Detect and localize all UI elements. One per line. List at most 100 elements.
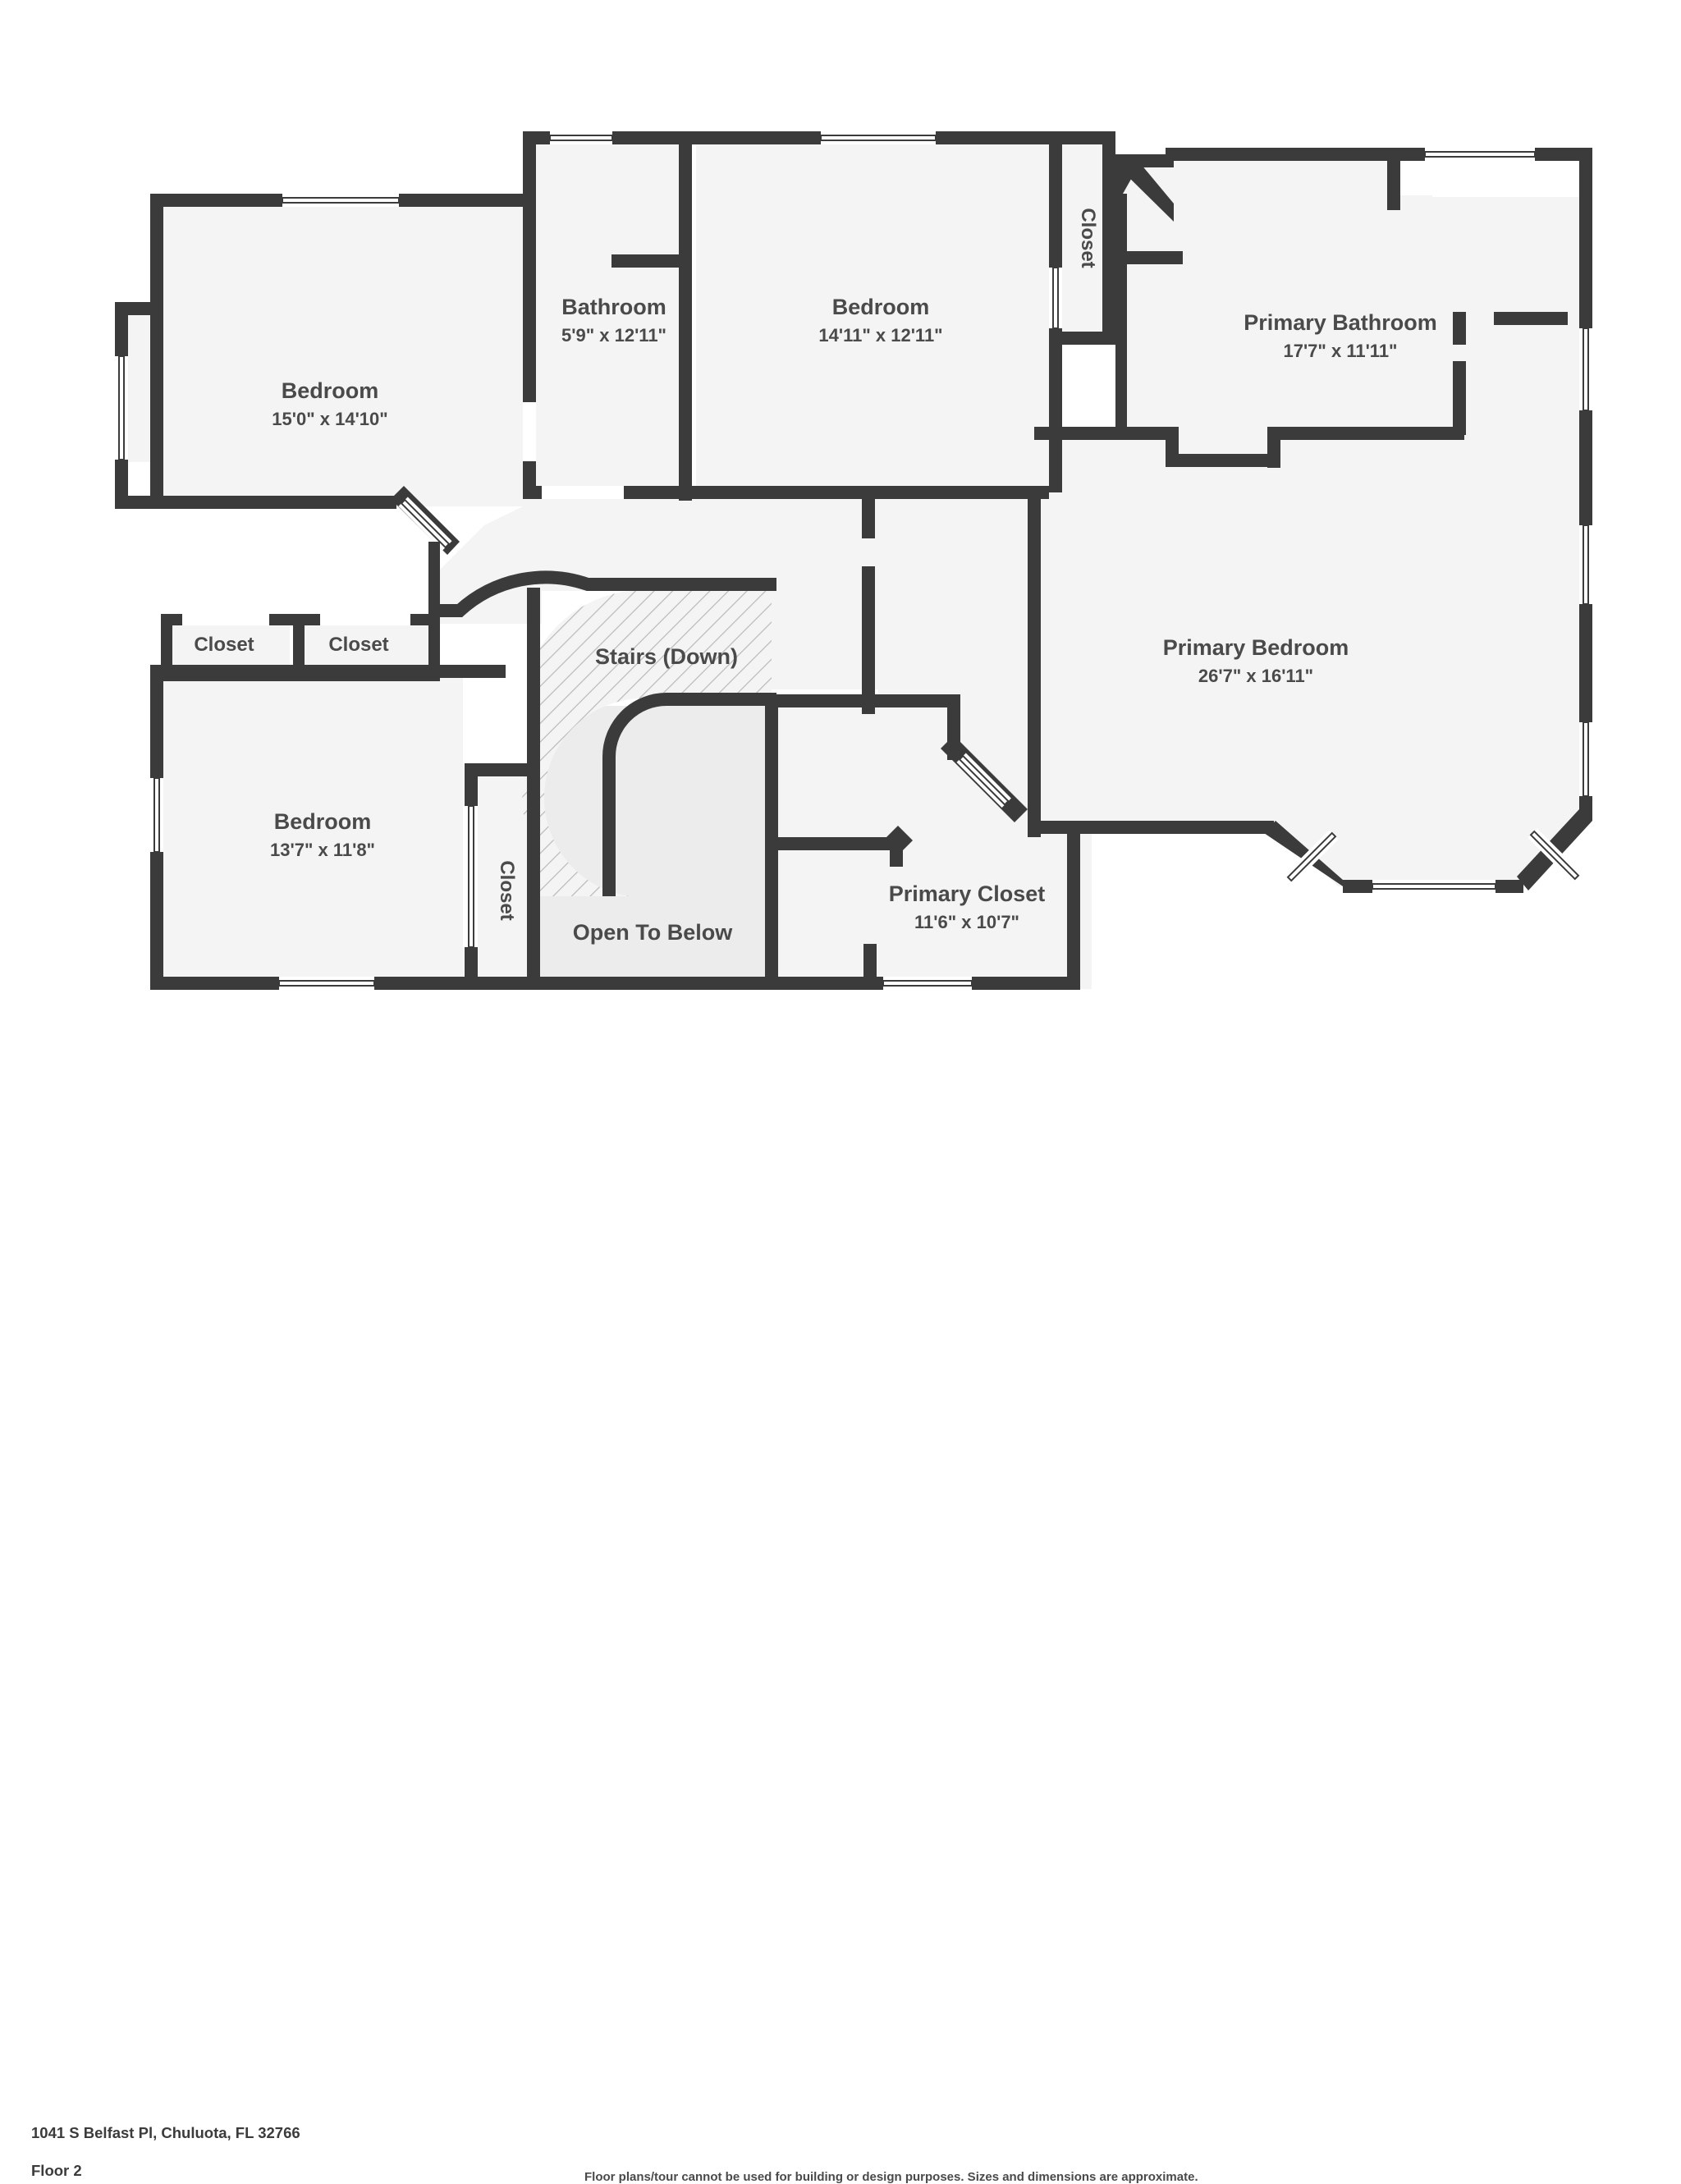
stairs-label: Stairs (Down) — [595, 644, 738, 669]
wall-otb-left — [527, 588, 540, 990]
wall-pcloset-bottom-stub — [863, 944, 877, 990]
window-bedsw-bottom — [279, 977, 374, 990]
wall-hall-right-v — [1028, 813, 1041, 837]
door-bath-left — [523, 402, 536, 461]
wall-stairs-inner-curve — [602, 693, 776, 896]
wall-otb-bottom-edge — [527, 977, 781, 990]
window-bath-top-line — [549, 135, 613, 141]
wall-pcloset-stub-v — [890, 844, 903, 867]
window-nw-left-line — [118, 355, 125, 460]
window-pbed-right-1-line — [1583, 524, 1589, 605]
wall-hall-v-1 — [862, 492, 875, 538]
bedroom-sw-fill — [161, 669, 463, 989]
wall-nw-left — [115, 302, 128, 356]
primary-bedroom-dim: 26'7" x 16'11" — [1198, 666, 1313, 686]
footer: 1041 S Belfast Pl, Chuluota, FL 32766 Fl… — [0, 1046, 1681, 2184]
wall-pbed-left-lower — [1034, 821, 1274, 834]
wall-nw-left-upper — [150, 194, 163, 317]
door-closetsw-line — [468, 805, 474, 948]
window-bath-top — [550, 131, 612, 144]
wall-pcloset-stub-h — [778, 837, 893, 850]
wall-pbath-bottom-d — [1166, 454, 1280, 467]
bedroom-n-name: Bedroom — [832, 295, 930, 319]
wall-pbath-top — [1166, 148, 1394, 161]
window-bedsw-left — [150, 778, 163, 852]
wall-pbath-niche-2 — [1494, 312, 1568, 325]
door-bedn-closet — [1049, 268, 1062, 328]
window-pbed-right-2 — [1579, 722, 1592, 796]
window-pcloset-bottom-line — [882, 980, 973, 987]
wall-stairs-curve-outer — [440, 570, 776, 617]
bedroom-nw-dim: 15'0" x 14'10" — [272, 409, 387, 429]
wall-closetsw-left — [465, 763, 478, 806]
window-pbed-bevel-se-line — [1529, 830, 1580, 881]
wall-bedn-right-low — [1049, 328, 1062, 492]
wall-closetw-right — [428, 614, 440, 681]
wall-nw-bottom — [150, 496, 396, 509]
bathroom-dim: 5'9" x 12'11" — [561, 325, 666, 346]
wall-hall-v-2 — [862, 566, 875, 689]
window-pbed-bevel-se — [1528, 828, 1582, 882]
wall-closetsw-left-b — [465, 947, 478, 990]
wall-pbath-niche-1 — [1453, 312, 1466, 345]
closet-bedroom-sw-fill — [471, 771, 527, 989]
wall-bath-right — [679, 131, 692, 263]
primary-bathroom-dim: 17'7" x 11'11" — [1283, 341, 1397, 361]
primary-closet-fill — [773, 706, 1092, 989]
stairs-hatch-fill-b — [522, 590, 772, 896]
window-pcloset-bottom — [883, 977, 972, 990]
door-hall-diag — [398, 497, 452, 551]
closet-west-1-label: Closet — [194, 634, 254, 656]
primary-closet-dim: 11'6" x 10'7" — [914, 912, 1019, 932]
wall-pbath-left-strip — [1115, 194, 1127, 440]
window-pbed-bottom — [1372, 880, 1495, 893]
wall-nw-left-mid — [150, 315, 163, 509]
wall-bedn-right — [1049, 144, 1062, 268]
closet-west-1-fill — [167, 620, 290, 671]
door-closetw-2 — [320, 614, 410, 625]
door-pcloset-diag-line — [958, 754, 1010, 806]
window-bedsw-bottom-line — [278, 980, 375, 987]
door-hall-diag-line — [400, 498, 451, 549]
window-pbed-right-1 — [1579, 525, 1592, 604]
bathroom-fill — [529, 138, 685, 487]
wall-pbath-bottom-e — [1267, 427, 1280, 468]
bedroom-n-dim: 14'11" x 12'11" — [818, 325, 942, 346]
closet-bedroom-n-label: Closet — [1077, 208, 1099, 268]
property-address: 1041 S Belfast Pl, Chuluota, FL 32766 — [31, 2124, 300, 2141]
wall-bath-right-lower — [679, 263, 692, 501]
stairs-region — [522, 590, 772, 896]
wall-closet-n-right — [1102, 131, 1115, 345]
walls — [115, 131, 1592, 990]
bedroom-nw-name: Bedroom — [282, 378, 379, 403]
door-pcloset-diag — [956, 753, 1011, 808]
primary-bedroom-name: Primary Bedroom — [1163, 635, 1349, 660]
window-pbed-right-2-line — [1583, 721, 1589, 797]
wall-bath-stub — [611, 254, 680, 268]
closet-bedroom-n-fill — [1055, 138, 1108, 343]
floor-label: Floor 2 — [31, 2162, 82, 2179]
wall-pbath-right — [1579, 148, 1592, 501]
closet-west-2-fill — [304, 620, 435, 671]
window-pbath-right — [1579, 328, 1592, 410]
door-bedn-closet-line — [1052, 267, 1059, 329]
window-pbed-bevel-sw — [1285, 830, 1339, 884]
open-to-below-label: Open To Below — [573, 920, 733, 945]
wall-closetw-left — [161, 614, 172, 681]
window-pbath-top-line — [1424, 151, 1536, 158]
wall-pbath-corner-diag — [1115, 154, 1174, 222]
primary-bedroom-fill — [1034, 433, 1584, 886]
wall-pbed-left — [1028, 492, 1041, 834]
door-closetw-1 — [182, 614, 269, 625]
bedroom-n-fill — [696, 138, 1049, 491]
floor-plan-canvas: Bedroom 15'0" x 14'10" Bathroom 5'9" x 1… — [115, 131, 1592, 990]
window-nw-left — [115, 356, 128, 460]
open-to-below-fill — [535, 706, 765, 989]
window-pbath-top — [1425, 148, 1535, 161]
primary-closet-name: Primary Closet — [889, 881, 1046, 906]
disclaimer-text: Floor plans/tour cannot be used for buil… — [584, 2170, 1198, 2184]
wall-pbath-bottom-a — [1271, 427, 1464, 440]
bedroom-sw-name: Bedroom — [274, 809, 372, 834]
room-fills — [125, 138, 1584, 989]
wall-pcloset-stub-diag — [886, 826, 913, 852]
